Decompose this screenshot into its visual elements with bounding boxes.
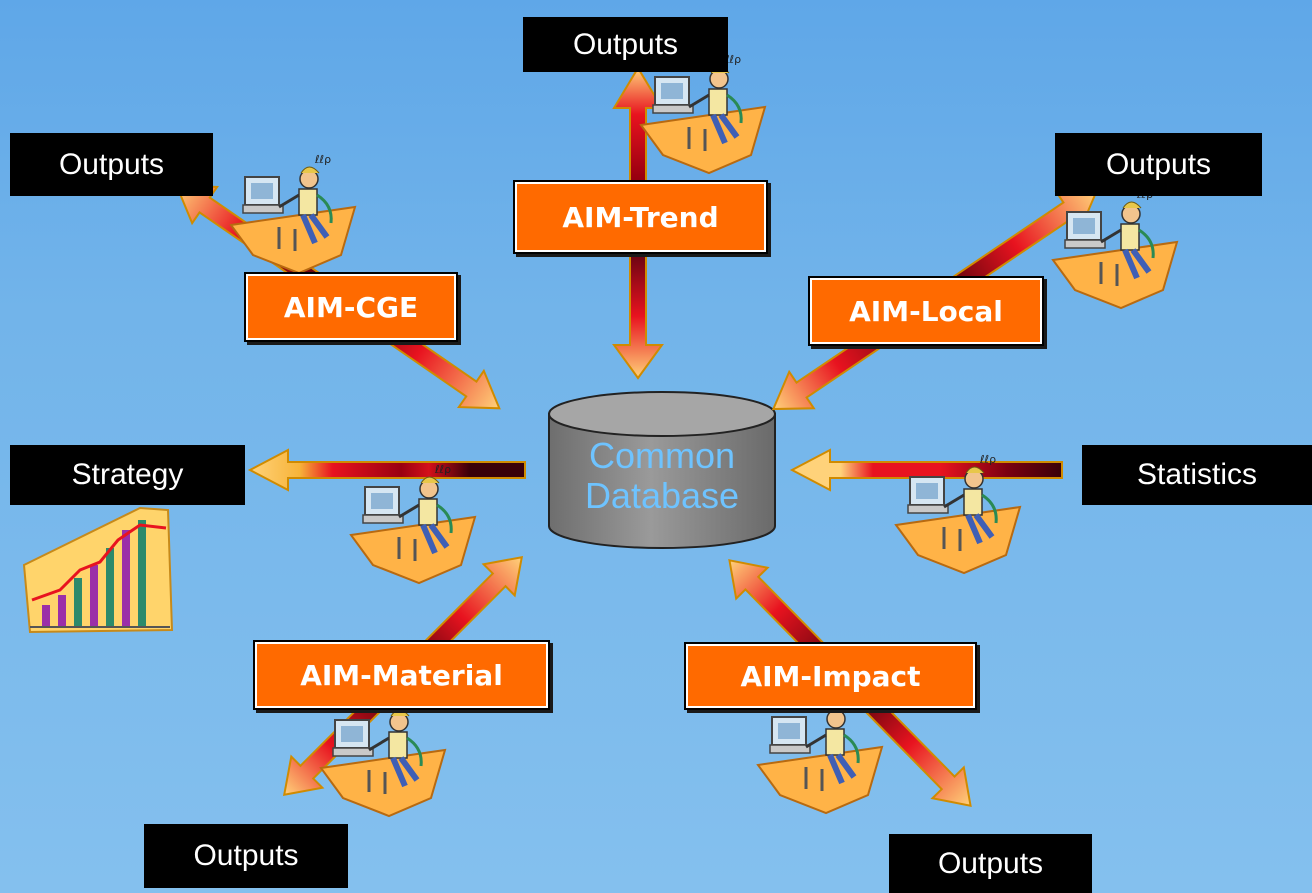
database-label-line1: Common xyxy=(588,435,736,476)
person-at-computer-icon xyxy=(231,153,355,273)
model-aim-material: AIM-Material xyxy=(253,640,550,710)
outputs-top-left-box: Outputs xyxy=(10,133,213,196)
strategy-box: Strategy xyxy=(10,445,245,505)
person-at-computer-icon xyxy=(758,693,882,813)
model-aim-impact: AIM-Impact xyxy=(684,642,977,710)
outputs-bottom-right-box: Outputs xyxy=(889,834,1092,893)
model-aim-cge: AIM-CGE xyxy=(244,272,458,342)
database-label-line2: Database xyxy=(584,475,740,516)
database-label: Common Database xyxy=(549,436,775,516)
outputs-top-box: Outputs xyxy=(523,17,728,72)
arrow-statistics xyxy=(789,448,1063,492)
model-aim-trend: AIM-Trend xyxy=(513,180,768,254)
arrow-strategy xyxy=(247,448,526,492)
rising-bar-chart-icon xyxy=(22,506,174,634)
outputs-bottom-left-box: Outputs xyxy=(144,824,348,888)
person-at-computer-icon xyxy=(321,696,445,816)
database-cylinder-icon xyxy=(548,391,776,549)
outputs-top-right-box: Outputs xyxy=(1055,133,1262,196)
model-aim-local: AIM-Local xyxy=(808,276,1044,346)
person-at-computer-icon xyxy=(351,463,475,583)
statistics-box: Statistics xyxy=(1082,445,1312,505)
